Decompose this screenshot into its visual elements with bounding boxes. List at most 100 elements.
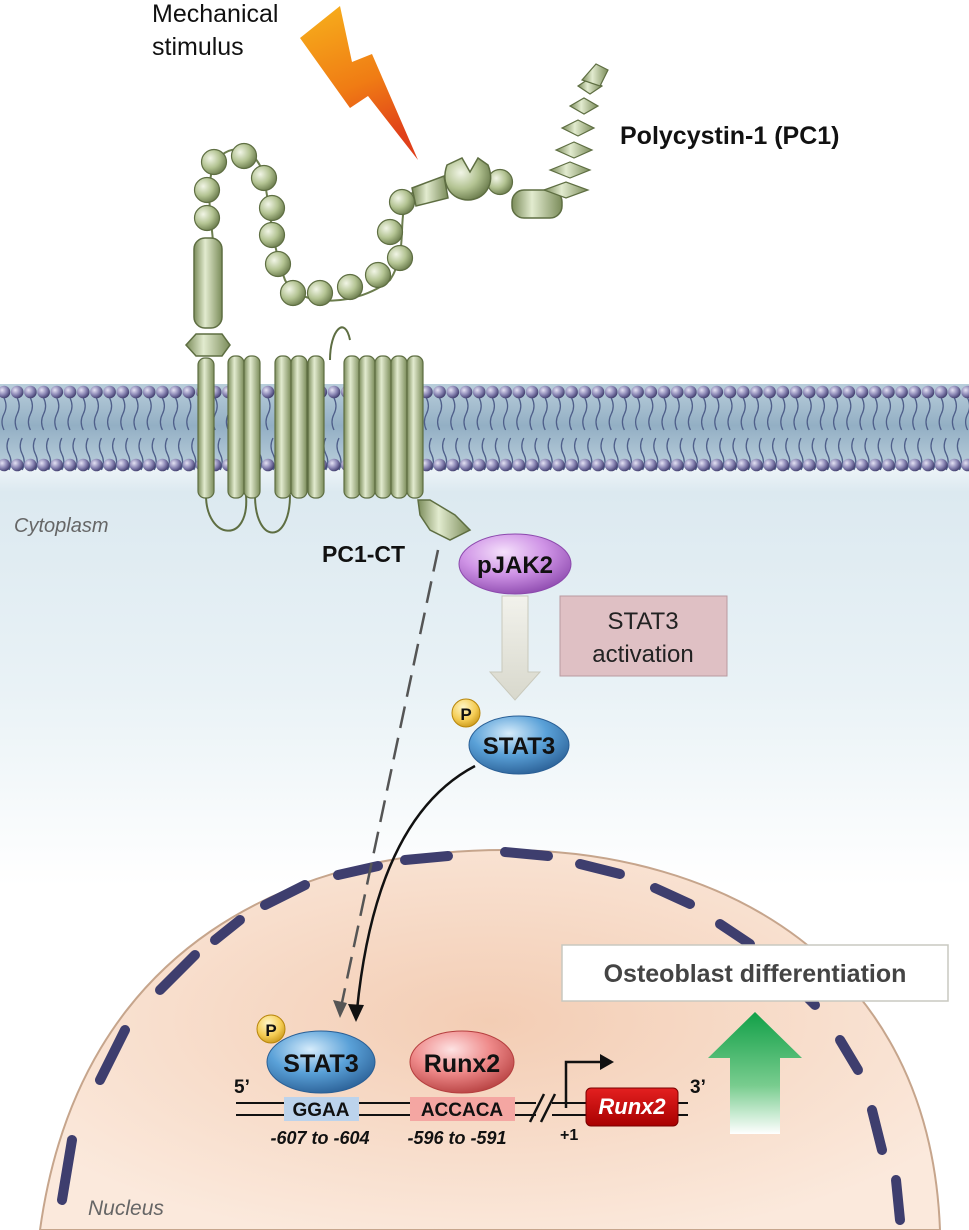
lipid-head [921,458,935,472]
lipid-head [156,385,169,399]
lipid-head [552,458,565,472]
phospho-label-nuclear: P [265,1021,276,1040]
lipid-head [0,458,11,472]
lipid-tail [653,437,659,471]
lipid-tail [832,397,839,431]
pc1-c-terminal-tail [417,499,472,541]
lipid-tail [613,437,619,471]
lipid-tail [507,437,514,471]
nuclear-pore-segment [715,919,755,949]
pc1-repeat-bead [386,244,414,272]
lipid-head [842,458,856,472]
lipid-head [868,385,882,399]
lipid-head [618,458,631,472]
nuclear-pore-segment [155,950,200,995]
three-prime-label: 3’ [690,1077,706,1098]
runx2-gene-label: Runx2 [598,1094,666,1119]
pc1-extracellular-rod [193,237,223,329]
lipid-head [829,385,842,399]
lipid-tail [732,437,738,471]
lipid-tail [951,397,958,431]
lipid-tail [766,397,773,431]
lipid-tail [441,437,448,471]
transmembrane-helix [197,357,215,499]
transmembrane-helix [390,355,408,499]
lipid-tail [159,397,166,431]
stat3-activation-line2: activation [592,641,693,668]
lipid-tail [851,437,857,471]
lipid-head [736,385,750,399]
pc1-wedge-domain [411,174,449,207]
lipid-tail [872,397,878,431]
lipid-head [921,385,935,399]
lipid-head [710,385,724,399]
lipid-head [961,458,969,472]
lipid-head [512,458,526,472]
lipid-tail [138,437,144,471]
lipid-tails [1,397,969,471]
lipid-tail [489,397,496,431]
lipid-tail [917,437,923,471]
lipid-tail [146,397,152,431]
lipid-head [631,385,644,399]
stimulus-label-line1: Mechanical [152,0,278,28]
lipid-head [802,385,816,399]
lipid-tail [666,437,672,471]
lipid-head [578,458,592,472]
stat3-site-position: -607 to -604 [270,1128,369,1148]
lipid-tail [455,437,461,471]
transmembrane-helix [343,355,361,499]
lipid-tail [80,397,86,431]
transmembrane-helix [243,355,261,499]
lipid-head [882,458,895,472]
lipid-tail [568,397,575,431]
lipid-tail [476,397,482,431]
lipid-head [789,385,803,399]
lipid-tail [639,437,646,471]
lipid-head [76,458,90,472]
lipid-tail [27,397,34,431]
lipid-head [961,385,969,399]
pc1-repeat-bead [258,194,286,222]
lipid-tail [120,397,126,431]
lipid-head [525,458,539,472]
lipid-tail [674,397,680,431]
phospho-label-cytoplasmic: P [460,705,471,724]
lipid-tail [547,437,553,471]
lipid-head [697,385,710,399]
lipid-head [644,385,658,399]
stat3-arrowhead [348,1004,364,1022]
lipid-tail [621,397,628,431]
lipid-head [76,385,90,399]
lipid-tail [661,397,667,431]
polycystin-1-protein [184,63,609,541]
lipid-head [472,385,486,399]
lipid-head [895,458,908,472]
pc1-n-terminus-tip [580,63,609,87]
lipid-head [618,385,631,399]
lipid-head [142,385,156,399]
lipid-tail [93,397,100,431]
lipid-head [670,385,684,399]
pc1-repeat-bead [193,204,221,232]
lipid-tail [331,397,337,431]
nuclear-pore-segment [650,883,695,909]
pc1-ct-label: PC1-CT [322,541,405,567]
transmembrane-helix [274,355,292,499]
nuclear-pore-segment [95,1025,130,1085]
lipid-head [604,385,618,399]
stat3-activation-box [559,595,728,677]
lipid-tail [811,437,817,471]
lipid-tail [106,397,113,431]
lipid-tail [436,397,443,431]
stat3-binding-site [284,1097,359,1121]
lipid-tail [587,437,593,471]
five-prime-label: 5’ [234,1077,250,1098]
pc1-transmembrane-helices [197,355,424,499]
lipid-tail [912,397,918,431]
lipid-tail [771,437,778,471]
lipid-head [591,385,605,399]
lipid-tail [824,437,831,471]
lipid-tail [336,437,342,471]
lipid-head [565,385,578,399]
